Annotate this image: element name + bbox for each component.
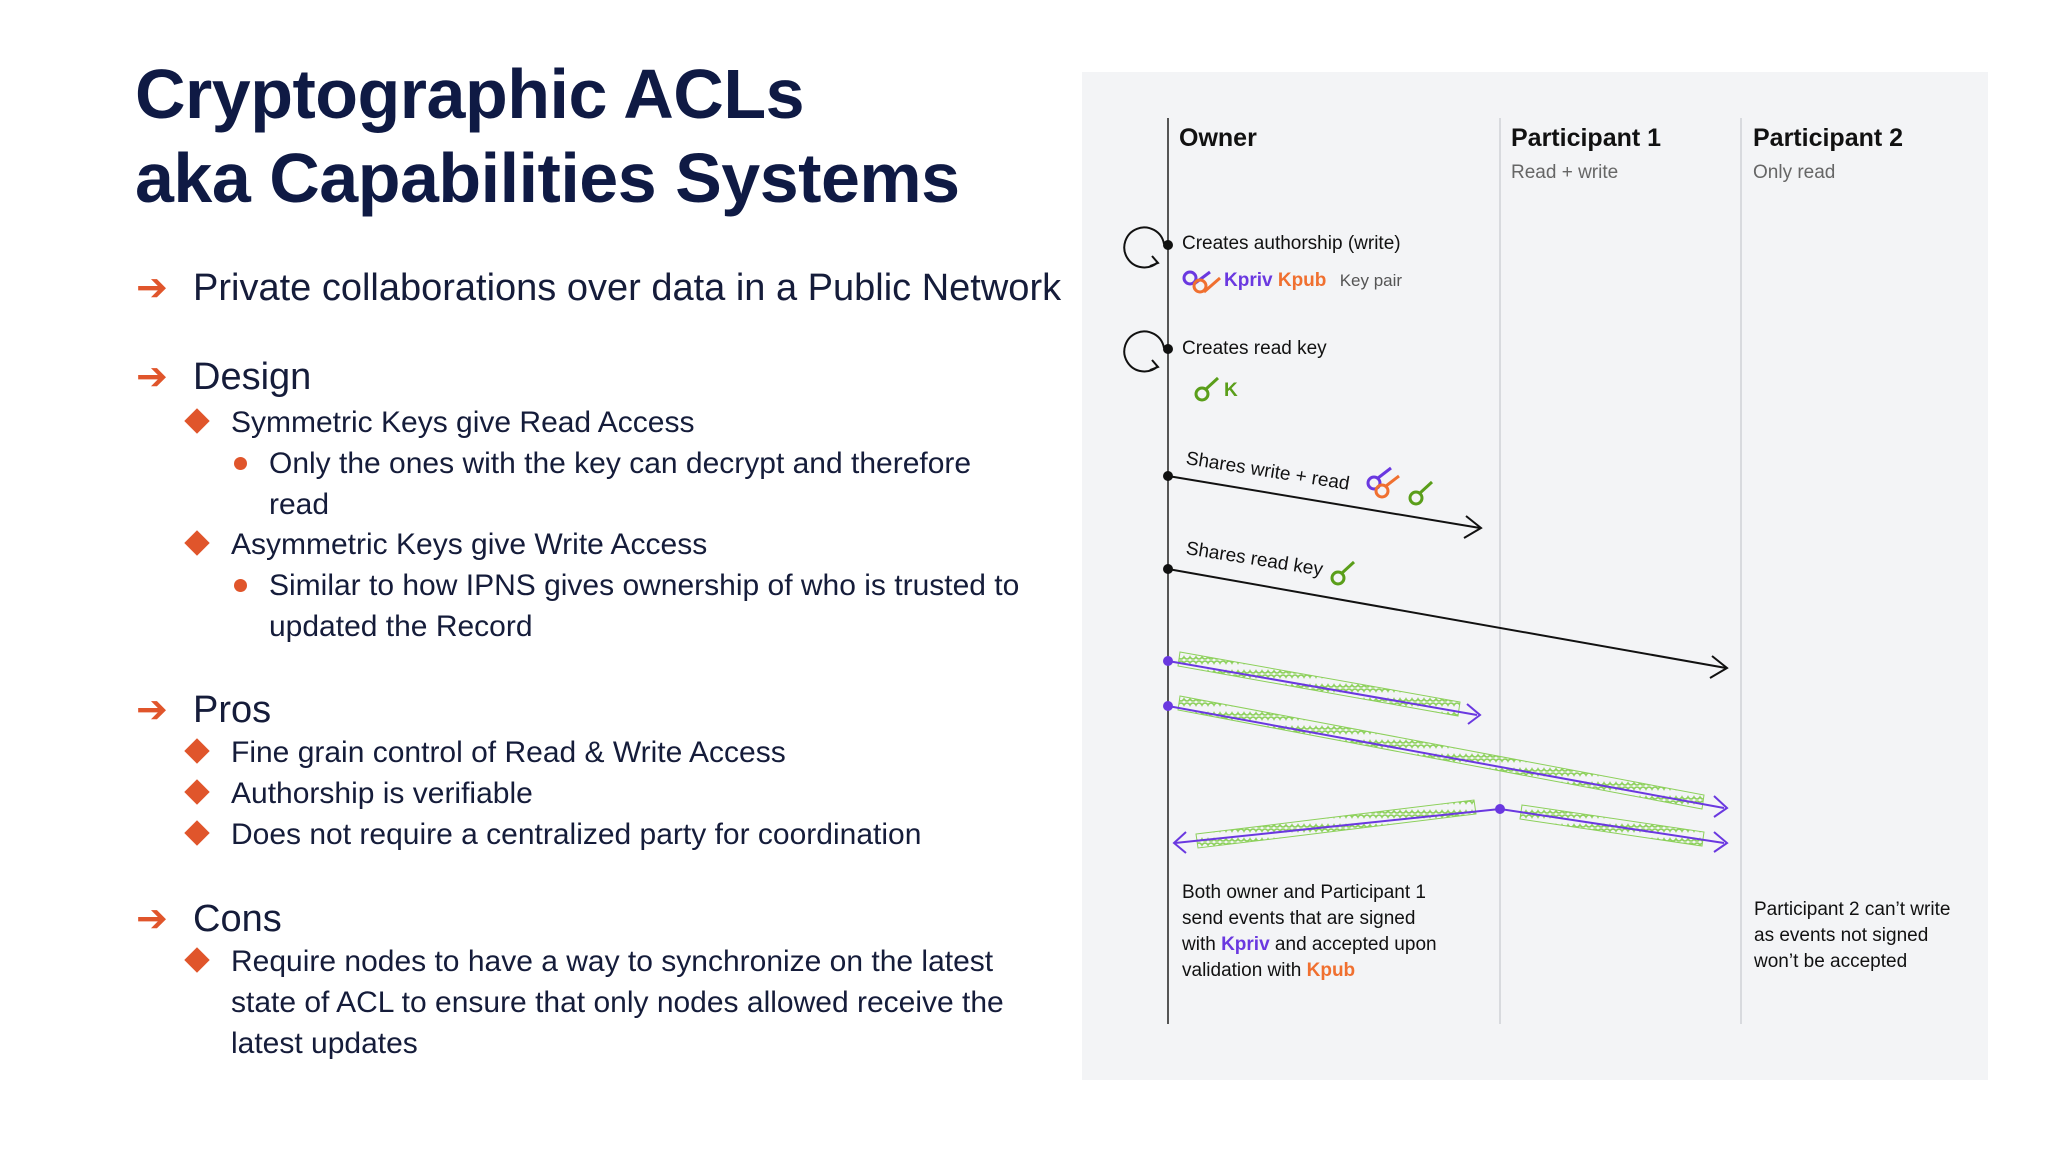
diamond-bullet-icon	[184, 779, 210, 805]
bullet-continuation: updated the Record	[269, 610, 533, 643]
note-line: validation with Kpub	[1182, 960, 1356, 981]
sequence-diagram-panel: Owner Participant 1 Read + write Partici…	[1082, 72, 1988, 1080]
bullet-item: Similar to how IPNS gives ownership of w…	[269, 569, 1020, 602]
bullet-continuation: state of ACL to ensure that only nodes a…	[231, 986, 1004, 1019]
bullet-item: Symmetric Keys give Read Access	[231, 406, 695, 439]
bullet-item: Only the ones with the key can decrypt a…	[269, 447, 972, 480]
diamond-bullet-icon	[184, 738, 210, 764]
signed-event-stream	[1172, 799, 1729, 854]
bullet-continuation: latest updates	[231, 1027, 418, 1060]
note-line: send events that are signed	[1182, 908, 1416, 929]
bullet-item: Require nodes to have a way to synchroni…	[231, 945, 994, 978]
read-key-icon	[1408, 480, 1434, 506]
lane-title-participant-1: Participant 1	[1511, 124, 1662, 152]
diamond-bullet-icon	[184, 408, 210, 434]
bullet-item: Authorship is verifiable	[231, 777, 533, 810]
lane-subtitle-participant-1: Read + write	[1511, 162, 1619, 183]
bullet-item: Design	[193, 356, 312, 398]
message-arrow	[1167, 568, 1727, 669]
arrowhead-icon	[1463, 515, 1483, 539]
note-participant-2: Participant 2 can’t write as events not …	[1754, 897, 1950, 975]
self-loop-icon	[1123, 226, 1165, 269]
kpriv-label: Kpriv	[1224, 270, 1273, 291]
read-key-label: K	[1224, 380, 1238, 401]
event-dot	[1163, 240, 1173, 250]
key-pair-icon	[1182, 270, 1221, 294]
title-line-2: aka Capabilities Systems	[135, 139, 960, 217]
event-creates-authorship: Creates authorship (write)	[1182, 233, 1401, 254]
sequence-diagram-graphics	[1123, 118, 1742, 1024]
note-owner-participant-1: Both owner and Participant 1 send events…	[1182, 880, 1437, 984]
note-line: Both owner and Participant 1	[1182, 882, 1426, 903]
arrow-icon: ➔	[136, 267, 168, 309]
dot-bullet-icon	[234, 457, 247, 470]
kpriv-label: Kpriv	[1221, 934, 1270, 955]
note-line: with Kpriv and accepted upon	[1182, 934, 1437, 955]
signed-event-stream	[1167, 695, 1729, 818]
kpub-label: Kpub	[1277, 270, 1327, 291]
arrow-icon: ➔	[136, 898, 168, 940]
key-pair-caption: Key pair	[1339, 271, 1403, 290]
diamond-bullet-icon	[184, 530, 210, 556]
bullet-item: Does not require a centralized party for…	[231, 818, 922, 851]
note-line: won’t be accepted	[1754, 951, 1908, 972]
event-dot	[1163, 701, 1173, 711]
bullet-continuation: read	[269, 488, 330, 521]
kpub-label: Kpub	[1306, 960, 1356, 981]
message-arrow	[1167, 475, 1481, 529]
arrow-icon: ➔	[136, 689, 168, 731]
lane-subtitle-participant-2: Only read	[1753, 162, 1836, 183]
event-dot	[1495, 804, 1505, 814]
bullet-item: Fine grain control of Read & Write Acces…	[231, 736, 786, 769]
event-creates-read-key: Creates read key	[1182, 338, 1327, 359]
slide-title: Cryptographic ACLs aka Capabilities Syst…	[135, 52, 960, 220]
lane-title-owner: Owner	[1179, 124, 1257, 152]
bullet-item: Private collaborations over data in a Pu…	[193, 267, 1062, 309]
key-pair-icon	[1366, 466, 1400, 499]
bullet-item: Asymmetric Keys give Write Access	[231, 528, 708, 561]
arrowhead-icon	[1709, 655, 1729, 679]
event-dot	[1163, 344, 1173, 354]
title-line-1: Cryptographic ACLs	[135, 55, 805, 133]
signed-event-stream	[1167, 651, 1482, 725]
bullet-item: Pros	[193, 689, 272, 731]
self-loop-icon	[1123, 330, 1165, 373]
event-dot	[1163, 656, 1173, 666]
note-line: as events not signed	[1754, 925, 1929, 946]
diamond-bullet-icon	[184, 820, 210, 846]
dot-bullet-icon	[234, 579, 247, 592]
lane-title-participant-2: Participant 2	[1753, 124, 1904, 152]
bullet-item: Cons	[193, 898, 282, 940]
read-key-icon	[1194, 376, 1220, 402]
diamond-bullet-icon	[184, 947, 210, 973]
read-key-icon	[1330, 560, 1356, 586]
key-pair-labels: Kpriv Kpub Key pair	[1224, 270, 1402, 292]
note-line: Participant 2 can’t write	[1754, 899, 1951, 920]
arrow-icon: ➔	[136, 356, 168, 398]
